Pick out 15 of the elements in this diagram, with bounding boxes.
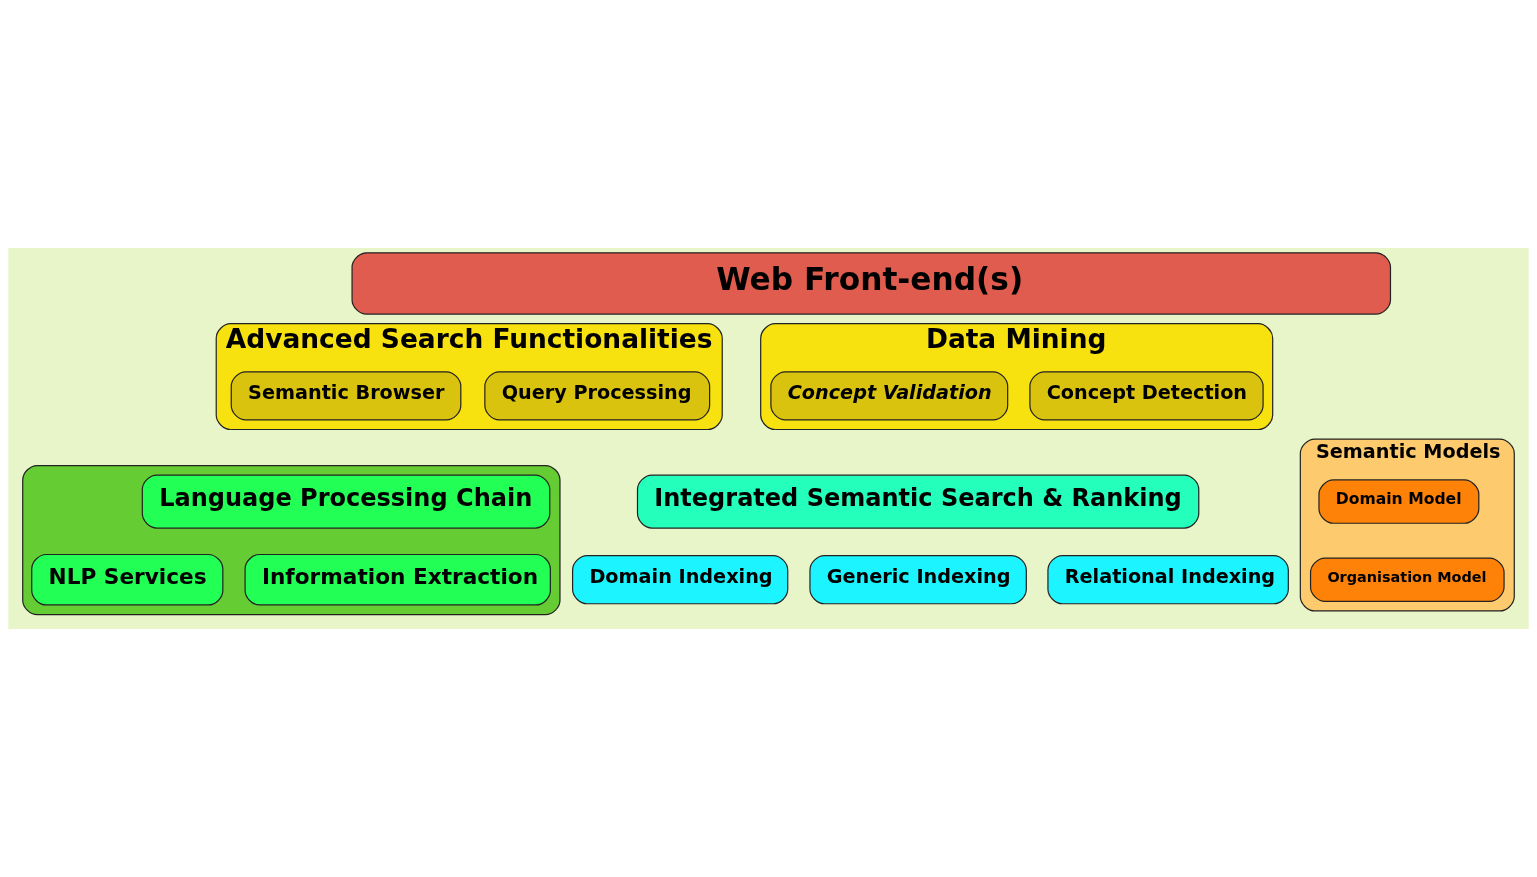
node-box: Generic Indexing bbox=[809, 555, 1027, 605]
node-box: Organisation Model bbox=[1309, 557, 1505, 602]
node-box: Relational Indexing bbox=[1047, 555, 1289, 605]
node-box: Query Processing bbox=[484, 371, 711, 421]
node-box: Concept Validation bbox=[770, 371, 1009, 421]
node-box: NLP Services bbox=[31, 553, 224, 606]
node-box: Domain Indexing bbox=[572, 555, 789, 605]
node-box: Information Extraction bbox=[244, 553, 551, 606]
node-box: Web Front-end(s) bbox=[351, 252, 1392, 315]
node-box: Integrated Semantic Search & Ranking bbox=[636, 474, 1200, 529]
node-box: Concept Detection bbox=[1029, 371, 1264, 421]
node-box: Language Processing Chain bbox=[141, 474, 551, 529]
node-box: Domain Model bbox=[1318, 479, 1480, 524]
cluster bbox=[22, 464, 561, 616]
node-box: Semantic Browser bbox=[230, 371, 462, 421]
